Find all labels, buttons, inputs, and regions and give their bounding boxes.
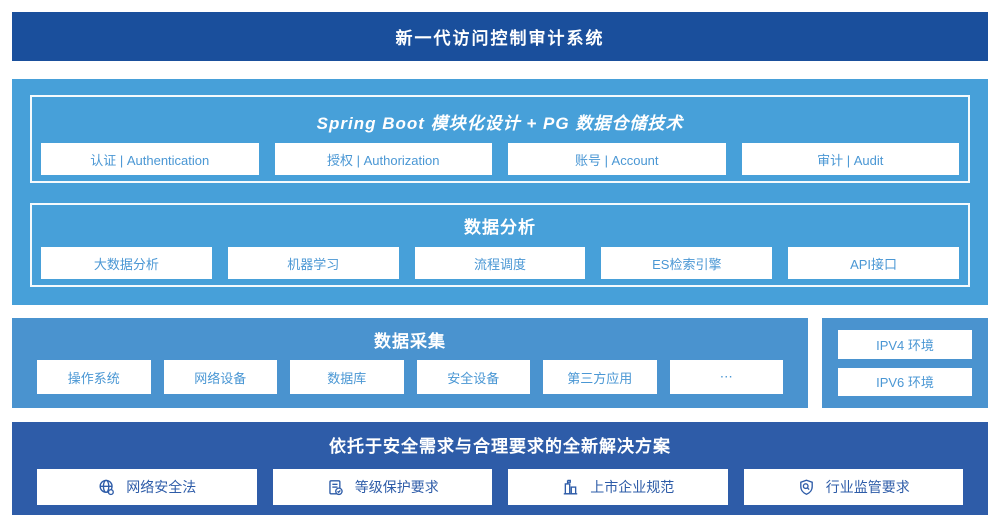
analysis-card-workflow: 流程调度 (414, 247, 586, 279)
ipv6-card: IPV6 环境 (838, 367, 972, 396)
solution-card-industry-regulation: 行业监管要求 (743, 469, 963, 505)
solution-section: 依托于安全需求与合理要求的全新解决方案 网络安全法 (12, 422, 988, 515)
module-card-audit: 审计 | Audit (741, 143, 959, 175)
analysis-card-es-search: ES检索引擎 (601, 247, 773, 279)
building-icon (561, 478, 580, 497)
module-row: 认证 | Authentication 授权 | Authorization 账… (32, 134, 968, 175)
collection-card-more: ⋯ (669, 360, 783, 394)
solution-card-label: 上市企业规范 (590, 479, 675, 495)
collection-row: 操作系统 网络设备 数据库 安全设备 第三方应用 ⋯ (12, 352, 808, 394)
springboot-panel-title: Spring Boot 模块化设计 + PG 数据仓储技术 (316, 114, 684, 133)
globe-icon (97, 478, 116, 497)
analysis-panel: 数据分析 大数据分析 机器学习 流程调度 ES检索引擎 API接口 (30, 203, 970, 287)
collection-card-database: 数据库 (290, 360, 404, 394)
module-card-account: 账号 | Account (508, 143, 726, 175)
ipv4-card: IPV4 环境 (838, 330, 972, 359)
platform-section: Spring Boot 模块化设计 + PG 数据仓储技术 认证 | Authe… (12, 79, 988, 305)
solution-card-label: 行业监管要求 (825, 479, 910, 495)
document-check-icon (326, 478, 345, 497)
collection-card-os: 操作系统 (37, 360, 151, 394)
module-card-authorization: 授权 | Authorization (274, 143, 492, 175)
solution-card-cybersecurity-law: 网络安全法 (37, 469, 257, 505)
module-card-authentication: 认证 | Authentication (41, 143, 259, 175)
ip-environment-section: IPV4 环境 IPV6 环境 (822, 318, 988, 408)
collection-section: 数据采集 操作系统 网络设备 数据库 安全设备 第三方应用 ⋯ (12, 318, 808, 408)
solution-card-listed-company: 上市企业规范 (508, 469, 728, 505)
solution-card-protection-requirements: 等级保护要求 (272, 469, 492, 505)
analysis-card-bigdata: 大数据分析 (41, 247, 212, 279)
page-title: 新一代访问控制审计系统 (395, 29, 605, 48)
analysis-card-machine-learning: 机器学习 (227, 247, 399, 279)
collection-card-security-device: 安全设备 (416, 360, 530, 394)
collection-card-network-device: 网络设备 (163, 360, 277, 394)
solution-title: 依托于安全需求与合理要求的全新解决方案 (329, 437, 671, 456)
solution-row: 网络安全法 等级保护要求 (12, 457, 988, 505)
solution-card-label: 网络安全法 (126, 479, 197, 495)
collection-title: 数据采集 (374, 332, 446, 351)
page-title-banner: 新一代访问控制审计系统 (12, 12, 988, 61)
analysis-row: 大数据分析 机器学习 流程调度 ES检索引擎 API接口 (32, 238, 968, 279)
shield-magnifier-icon (797, 478, 816, 497)
solution-card-label: 等级保护要求 (354, 479, 439, 495)
analysis-panel-title: 数据分析 (464, 218, 536, 237)
springboot-panel: Spring Boot 模块化设计 + PG 数据仓储技术 认证 | Authe… (30, 95, 970, 183)
collection-card-thirdparty-app: 第三方应用 (543, 360, 657, 394)
analysis-card-api: API接口 (788, 247, 959, 279)
